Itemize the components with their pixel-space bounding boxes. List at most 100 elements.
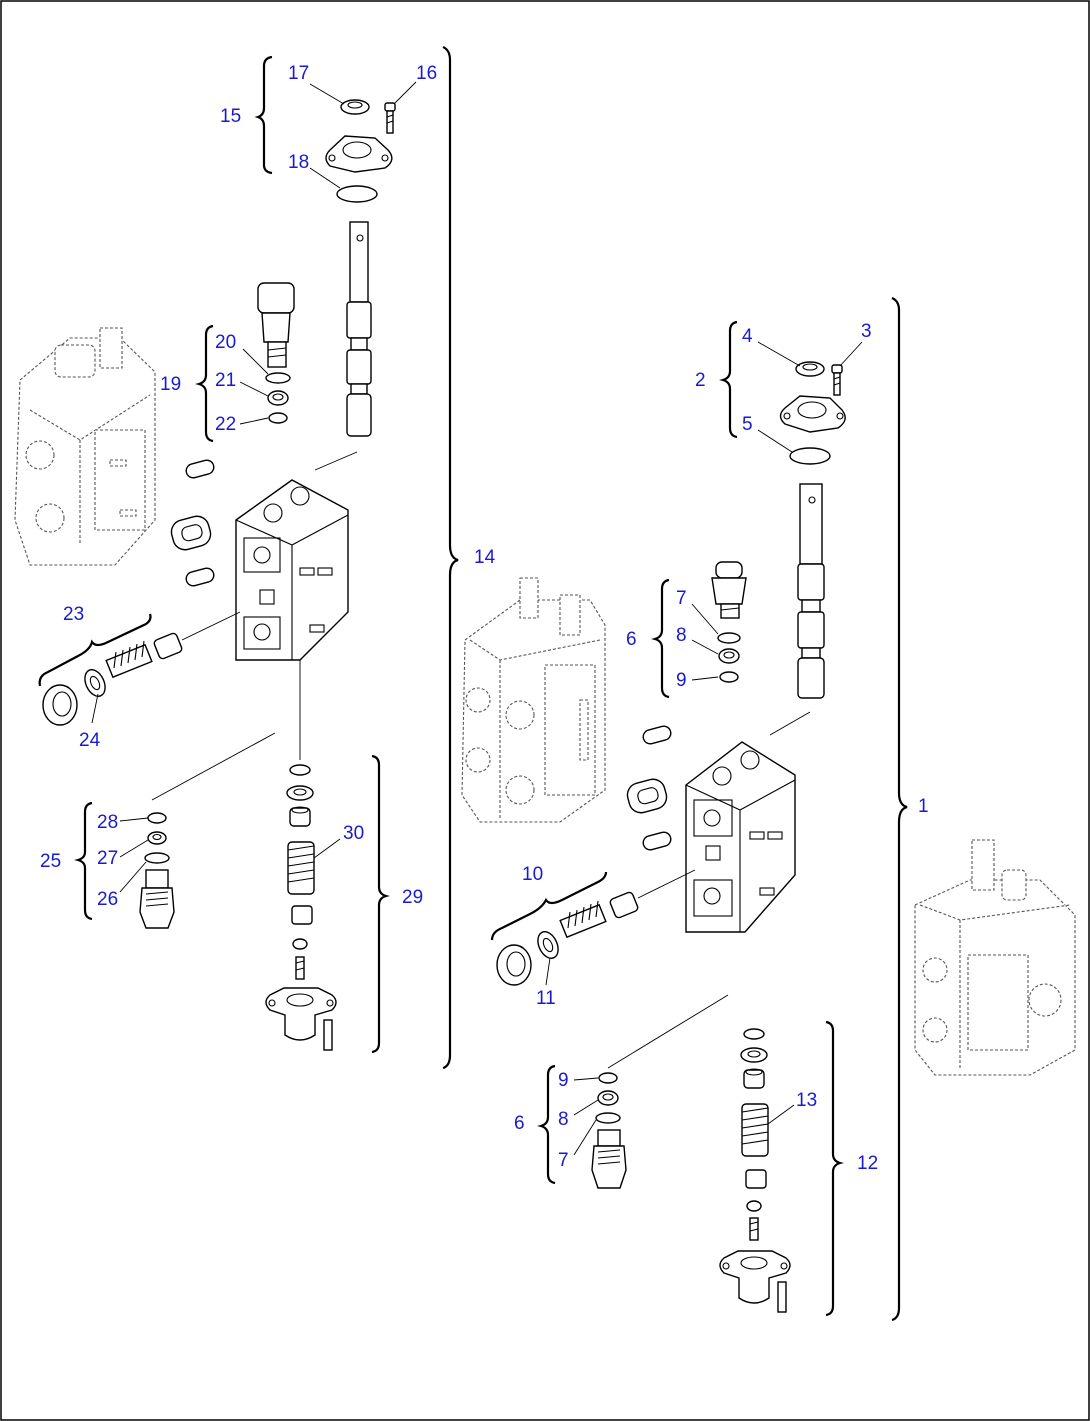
- part-19-relief-valve: [257, 282, 295, 368]
- part-6-relief-valve-lower: [591, 1129, 627, 1189]
- label-22: 22: [215, 414, 236, 435]
- leader-lines: [91, 81, 863, 1156]
- seal-left-middle: [170, 515, 212, 551]
- part-labels: 17 16 15 18 20 19 21 22 14 23 24 28 30 2…: [40, 63, 929, 1174]
- part-28-o-ring: [147, 812, 167, 824]
- part-8-ring-lower: [597, 1090, 619, 1106]
- group-14-assembly: [14, 45, 459, 1070]
- label-1: 1: [918, 796, 929, 817]
- part-4-seal: [795, 361, 825, 377]
- bracket-19: [195, 324, 214, 443]
- part-24-plug: [42, 684, 78, 726]
- bracket-14: [442, 45, 459, 1070]
- part-29-cover: [265, 987, 337, 1051]
- seal-right-middle: [626, 778, 668, 814]
- label-11: 11: [536, 988, 556, 1009]
- label-6-upper: 6: [626, 629, 637, 650]
- part-23-check-valve: [84, 632, 183, 697]
- part-2-flange: [779, 395, 846, 433]
- label-17: 17: [288, 63, 309, 84]
- seal-right-lower: [642, 831, 672, 851]
- label-24: 24: [79, 730, 101, 751]
- bracket-10: [490, 871, 608, 941]
- part-3-bolt: [831, 364, 843, 396]
- spool-right: [797, 483, 825, 699]
- bracket-15: [254, 55, 273, 175]
- label-8-upper: 8: [676, 625, 687, 646]
- seal-left-lower: [185, 567, 215, 587]
- valve-section-left: [235, 479, 349, 661]
- label-23: 23: [63, 604, 84, 625]
- part-7-o-ring-upper: [717, 632, 741, 644]
- label-5: 5: [742, 414, 753, 435]
- leader-spool-right: [769, 711, 811, 736]
- part-30-spring: [287, 841, 315, 895]
- label-27: 27: [97, 848, 118, 869]
- label-9-upper: 9: [676, 670, 687, 691]
- label-19: 19: [160, 374, 181, 395]
- part-12-retainer: [745, 1169, 767, 1241]
- label-8-lower: 8: [558, 1109, 569, 1130]
- part-6-relief-valve-upper: [711, 561, 747, 619]
- label-12: 12: [857, 1153, 878, 1174]
- valve-assembly-right-ghost: [914, 839, 1076, 1076]
- spool-left: [346, 221, 372, 437]
- part-9-o-ring-upper: [719, 671, 739, 683]
- part-5-o-ring: [789, 447, 831, 465]
- part-22-o-ring: [268, 412, 288, 424]
- part-21-ring: [267, 390, 289, 406]
- part-25-relief-plug: [139, 869, 175, 929]
- valve-assembly-left-ghost: [14, 327, 156, 566]
- label-14: 14: [474, 547, 496, 568]
- part-26-o-ring: [144, 852, 170, 864]
- part-12-cover: [719, 1250, 791, 1313]
- valve-section-right: [685, 741, 796, 933]
- leader-block-to-6-lower: [607, 994, 729, 1069]
- label-10: 10: [522, 864, 543, 885]
- label-9-lower: 9: [558, 1070, 569, 1091]
- label-13: 13: [796, 1090, 817, 1111]
- part-17-seal: [340, 99, 370, 115]
- label-18: 18: [288, 152, 309, 173]
- part-13-spring: [741, 1103, 769, 1157]
- part-8-ring-upper: [718, 648, 740, 664]
- bracket-29: [371, 754, 390, 1054]
- label-25: 25: [40, 851, 61, 872]
- label-16: 16: [416, 63, 437, 84]
- leader-check-left: [181, 611, 241, 641]
- group-1-assembly: [461, 296, 1076, 1322]
- label-7-upper: 7: [676, 588, 687, 609]
- bracket-23: [38, 613, 152, 687]
- label-4: 4: [742, 326, 753, 347]
- bracket-1: [891, 296, 908, 1322]
- seal-left-upper: [185, 459, 215, 479]
- label-15: 15: [220, 106, 241, 127]
- part-10-check-valve: [537, 891, 639, 959]
- part-7-o-ring-lower: [595, 1112, 621, 1124]
- bracket-25: [74, 801, 93, 921]
- leader-spool-left: [314, 451, 358, 471]
- label-26: 26: [97, 889, 118, 910]
- label-3: 3: [861, 321, 872, 342]
- leader-check-right: [637, 869, 696, 899]
- bracket-6-upper: [651, 578, 670, 699]
- label-2: 2: [695, 370, 706, 391]
- label-21: 21: [215, 370, 236, 391]
- seal-right-upper: [642, 725, 672, 745]
- group-12-stack: [740, 1028, 768, 1089]
- bracket-2: [719, 320, 738, 439]
- part-15-flange: [325, 135, 393, 173]
- label-7-lower: 7: [558, 1150, 569, 1171]
- label-29: 29: [402, 887, 423, 908]
- part-16-bolt: [384, 102, 396, 134]
- label-6-lower: 6: [514, 1113, 525, 1134]
- part-18-o-ring: [336, 185, 378, 203]
- label-30: 30: [343, 823, 364, 844]
- valve-assembly-middle-ghost: [461, 577, 606, 823]
- label-20: 20: [215, 332, 236, 353]
- label-28: 28: [97, 812, 118, 833]
- part-29-retainer: [291, 905, 313, 980]
- part-27-ring: [147, 831, 167, 845]
